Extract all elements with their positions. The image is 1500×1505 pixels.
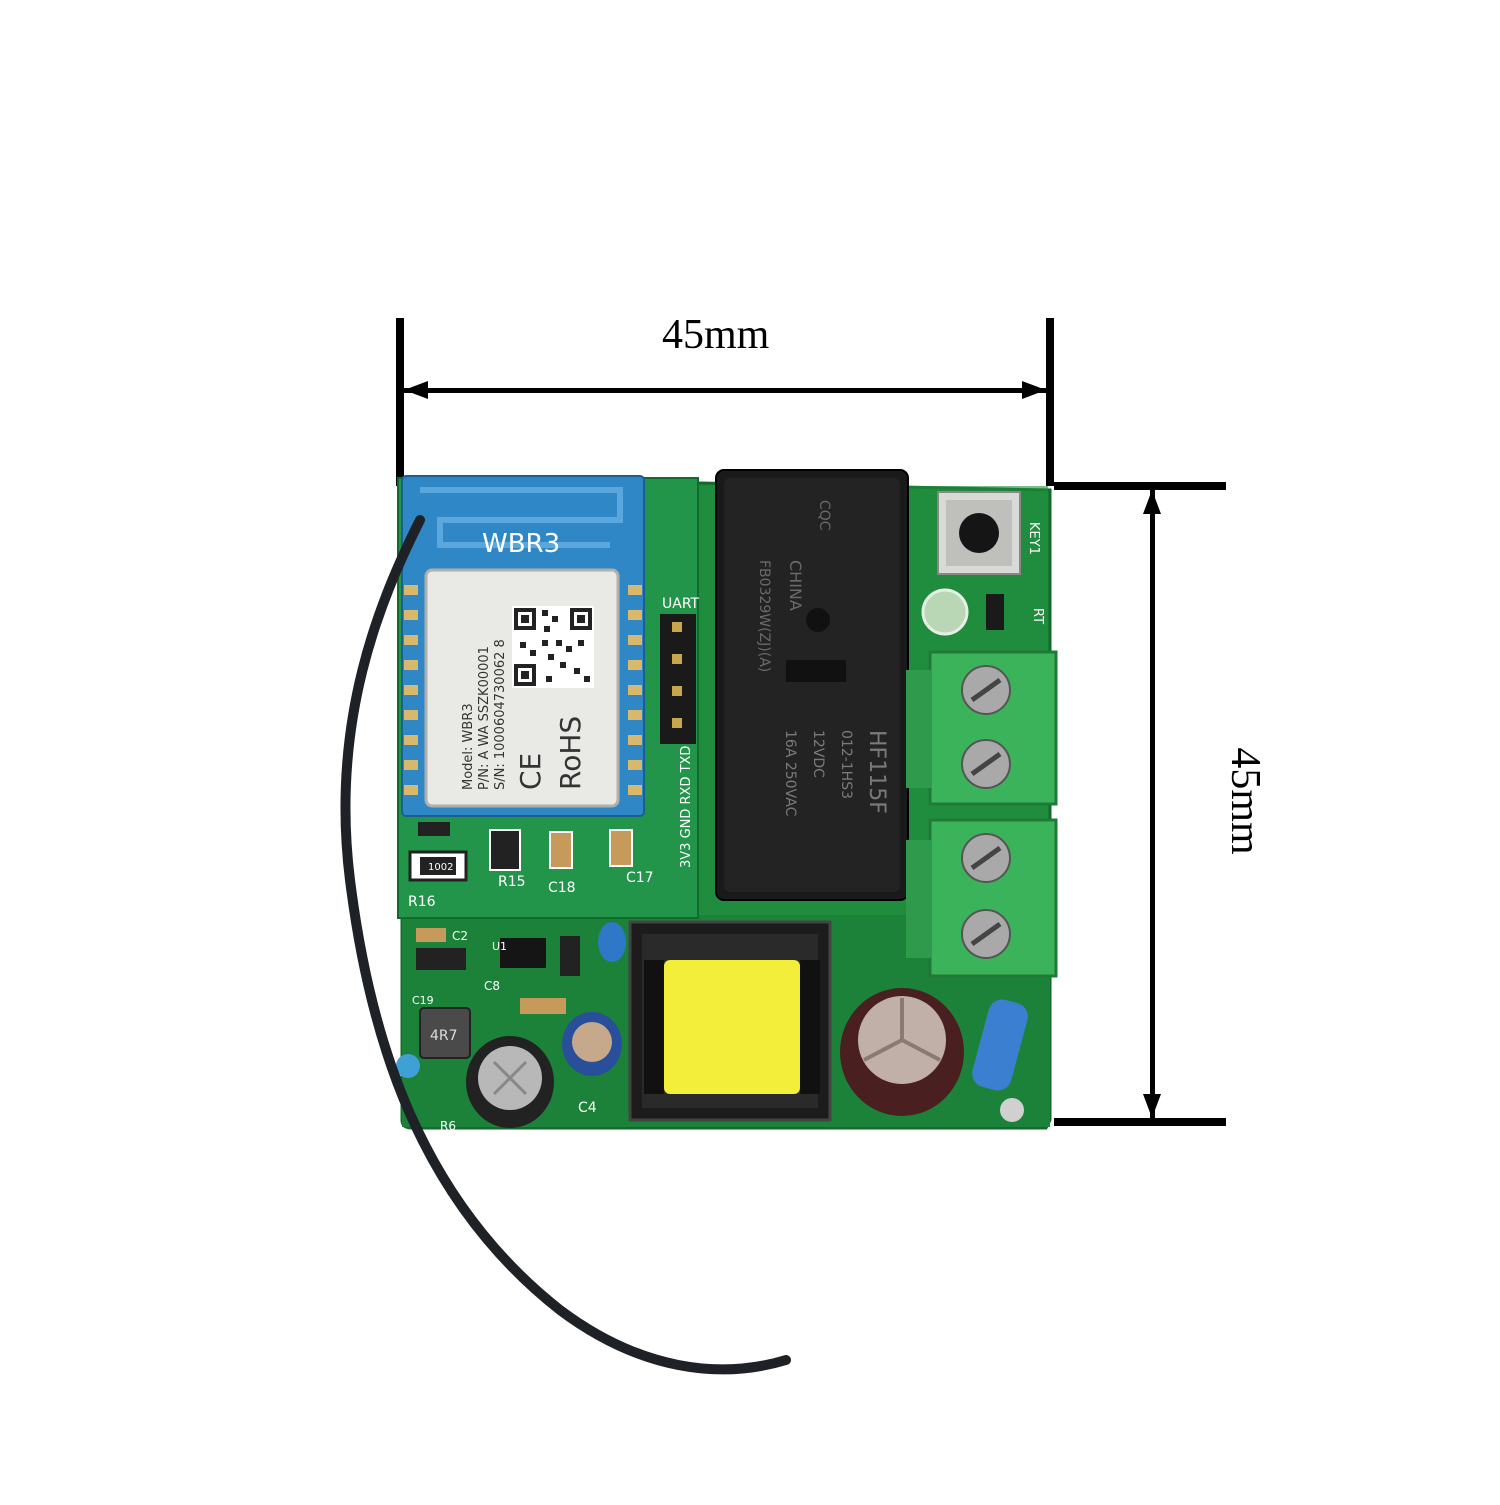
relay-voltage: 12VDC: [810, 730, 826, 778]
module-model: Model: WBR3: [461, 703, 476, 790]
ce-mark: CE: [514, 753, 547, 790]
height-dimension: [1054, 482, 1226, 1126]
rohs-mark: RoHS: [554, 716, 587, 790]
c2-label: C2: [452, 929, 468, 943]
relay-part: 012-1HS3: [838, 730, 854, 799]
terminal-screw-icon: [961, 665, 1011, 959]
width-dimension-label: 45mm: [662, 312, 770, 358]
height-dimension-label: 45mm: [1222, 747, 1268, 855]
relay-cert: FB0329W(ZJ)(A): [756, 560, 772, 672]
inductor-label: 4R7: [430, 1028, 458, 1044]
relay: CHINA FB0329W(ZJ)(A) CQC HF115F 012-1HS3…: [715, 469, 909, 901]
rt-label: RT: [1030, 608, 1045, 624]
resistor-1002-label: 1002: [428, 862, 453, 873]
wifi-antenna-label: WBR3: [482, 529, 560, 559]
module-part-number: P/N: A WA SSZK00001: [477, 646, 492, 790]
uart-label: UART: [662, 596, 700, 612]
antenna-wire: [340, 515, 791, 1375]
module-serial: S/N: 1000604730062 8: [493, 639, 508, 790]
width-dimension: [396, 318, 1054, 486]
c17-label: C17: [626, 870, 654, 886]
relay-cqc-mark: CQC: [816, 500, 832, 531]
wifi-module: WBR3 Model: WBR3 P/N: A WA SSZK00001 S/N…: [401, 475, 645, 817]
relay-model: HF115F: [864, 730, 889, 814]
u1-label: U1: [492, 940, 507, 953]
key-button: KEY1 RT: [921, 491, 1045, 636]
r15-label: R15: [498, 874, 526, 890]
smd-resistors: 1002 R16 R15 C18 C17: [408, 822, 654, 910]
terminal-blocks: [906, 650, 1058, 978]
c4-label: C4: [578, 1100, 597, 1116]
r16-label: R16: [408, 894, 436, 910]
capacitor-large: [840, 988, 1028, 1122]
c8-label: C8: [484, 979, 500, 993]
c18-label: C18: [548, 880, 576, 896]
relay-origin: CHINA: [786, 560, 805, 611]
c19-label: C19: [412, 994, 434, 1007]
qr-code-icon: [512, 606, 594, 688]
uart-header: UART 3V3 GND RXD TXD: [660, 596, 700, 868]
uart-pin-labels: 3V3 GND RXD TXD: [679, 746, 694, 868]
transformer: [628, 920, 832, 1122]
module-label-text: Model: WBR3 P/N: A WA SSZK00001 S/N: 100…: [461, 639, 587, 790]
key1-label: KEY1: [1026, 522, 1041, 555]
power-section: C2 U1 C8 C19 4R7 C4 R6: [396, 922, 626, 1133]
relay-rating: 16A 250VAC: [782, 730, 798, 817]
r6-label: R6: [440, 1119, 456, 1133]
